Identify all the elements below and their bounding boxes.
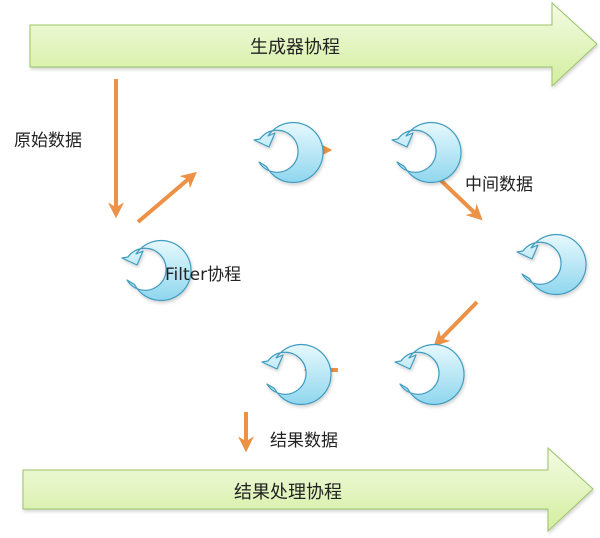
result-data-label: 结果数据 — [270, 431, 338, 451]
arrow-filter1-to-filter2 — [136, 171, 197, 224]
arrow-filter4-to-filter5 — [433, 300, 479, 347]
cycle-icon — [253, 121, 324, 184]
filter-coroutine-label: Filter协程 — [165, 265, 242, 285]
cycle-icon — [394, 343, 465, 406]
raw-data-label: 原始数据 — [14, 131, 82, 151]
result-handler-coroutine-banner — [22, 446, 594, 533]
cycle-icon — [261, 343, 332, 406]
generator-coroutine-label: 生成器协程 — [250, 37, 340, 58]
cycle-icon — [391, 121, 462, 184]
intermediate-data-label: 中间数据 — [465, 175, 533, 195]
generator-coroutine-banner — [29, 1, 598, 88]
result-handler-coroutine-label: 结果处理协程 — [234, 482, 342, 503]
cycle-icon — [516, 233, 587, 296]
